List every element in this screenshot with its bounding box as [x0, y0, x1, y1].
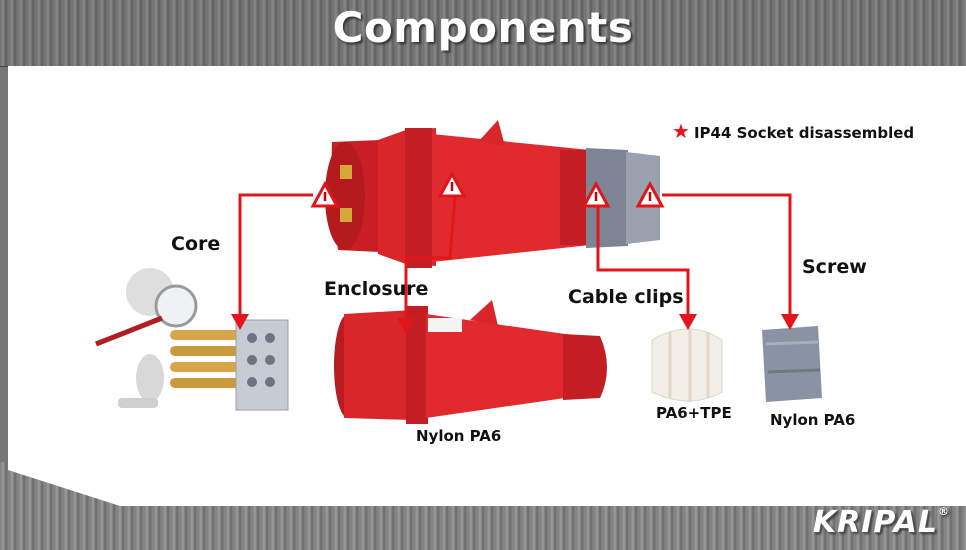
marker-core-icon	[310, 180, 340, 208]
material-enclosure: Nylon PA6	[416, 427, 502, 445]
marker-enclosure-icon	[437, 170, 467, 198]
arrow-to-core	[238, 193, 313, 322]
enclosure-image	[334, 300, 607, 424]
brand-name: KRIPAL	[812, 505, 938, 540]
label-core: Core	[171, 233, 221, 255]
star-icon: ★	[672, 119, 690, 143]
material-screw: Nylon PA6	[770, 411, 856, 429]
arrowheads	[231, 314, 799, 334]
label-enclosure: Enclosure	[324, 278, 429, 300]
screw-cap-image	[762, 326, 822, 402]
label-screw: Screw	[802, 256, 867, 278]
marker-screw-icon	[635, 180, 665, 208]
slide-title: Components	[332, 3, 634, 52]
magnifier-figure-image	[95, 268, 198, 408]
connector-arrows	[238, 193, 792, 326]
disassembled-note: ★IP44 Socket disassembled	[672, 119, 914, 143]
arrow-to-screw	[662, 193, 792, 322]
core-assembly-image	[170, 319, 289, 411]
label-cable-clips: Cable clips	[568, 286, 684, 308]
arrow-to-enclosure	[404, 196, 457, 326]
note-text: IP44 Socket disassembled	[693, 124, 915, 142]
trademark-mark: ®	[938, 505, 950, 518]
marker-clip-icon	[581, 180, 611, 208]
header-bar: Components	[0, 0, 966, 67]
material-cable-clips: PA6+TPE	[656, 404, 732, 422]
brand-logo: KRIPAL®	[813, 505, 950, 540]
cable-clip-image	[651, 328, 723, 402]
arrow-to-clip	[596, 207, 690, 322]
